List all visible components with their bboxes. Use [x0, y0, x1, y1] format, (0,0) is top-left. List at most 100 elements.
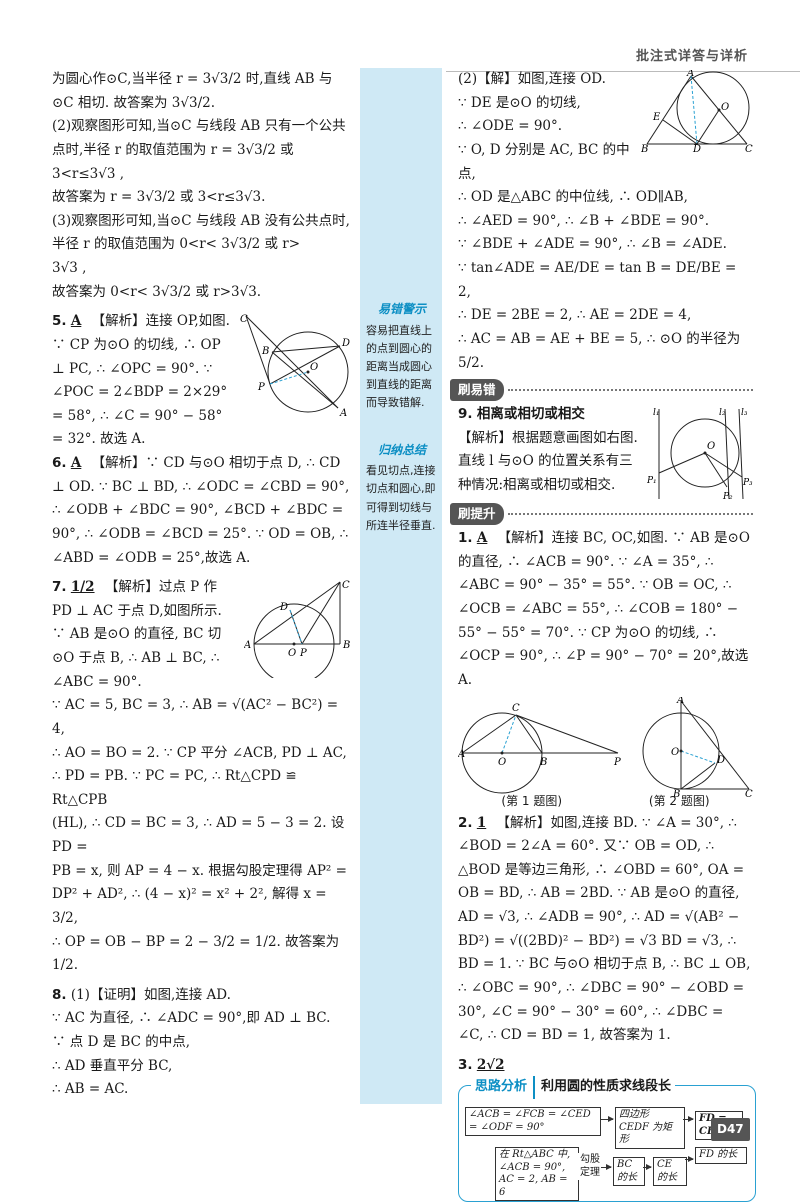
text-line: (HL), ∴ CD = BC = 3, ∴ AD = 5 − 3 = 2. 设…	[52, 815, 345, 855]
svg-text:D: D	[716, 755, 725, 766]
text-line: ∴ DE = 2BE = 2, ∴ AE = 2DE = 4,	[458, 307, 692, 324]
question-text: 【解析】过点 P 作 PD ⊥ AC 于点 D,如图所示. ∵ AB 是⊙O 的…	[52, 579, 222, 690]
text-line: ∵ ∠BDE + ∠ADE = 90°, ∴ ∠B = ∠ADE.	[458, 236, 727, 253]
question-text: 【解析】连接 OP,如图. ∵ CP 为⊙O 的切线, ∴ OP ⊥ PC, ∴…	[52, 313, 230, 448]
text-line: ⊙C 相切. 故答案为 3√3/2.	[52, 94, 216, 111]
flow-box: 四边形 CEDF 为矩形	[615, 1107, 685, 1149]
svg-text:P: P	[613, 757, 621, 768]
question-text: 【解析】根据题意画图如右图. 直线 l 与⊙O 的位置关系有三种情况:相离或相切…	[458, 429, 638, 493]
text-line: (3)观察图形可知,当⊙C 与线段 AB 没有公共点时,半径 r 的取值范围为 …	[52, 212, 350, 253]
text-line: ∴ ∠AED = 90°, ∴ ∠B + ∠BDE = 90°.	[458, 212, 710, 229]
dotted-divider	[507, 513, 753, 516]
text-line: ∴ OD 是△ABC 的中位线, ∴ OD∥AB,	[458, 189, 688, 206]
question-text: 【解析】连接 BC, OC,如图. ∵ AB 是⊙O 的直径, ∴ ∠ACB =…	[458, 530, 750, 688]
text-line: ∵ AC = 5, BC = 3, ∴ AB = √(AC² − BC²) = …	[52, 697, 339, 737]
thinking-title: 思路分析	[475, 1079, 528, 1095]
svg-text:P: P	[299, 648, 307, 659]
figure-caption: (第 1 题图)	[501, 793, 563, 808]
svg-text:C: C	[745, 789, 753, 797]
margin-note-summary: 归纳总结 看见切点,连接切点和圆心,即可得到切线与所连半径垂直.	[360, 435, 442, 539]
svg-text:O: O	[310, 362, 318, 373]
figure-q5: C B D P O A	[240, 312, 352, 420]
svg-text:O: O	[498, 757, 506, 768]
answer-text: 相离或相切或相交	[476, 406, 585, 423]
text-line: ∵ tan∠ADE = AE/DE = tan B = DE/BE = 2,	[458, 260, 737, 300]
answer-choice: A	[476, 530, 488, 547]
text-line: ∴ OP = OB − BP = 2 − 3/2 = 1/2. 故答案为 1/2…	[52, 933, 340, 974]
flow-arrow	[601, 1164, 612, 1171]
svg-text:A: A	[458, 749, 465, 760]
text-line: ∴ AB = AC.	[52, 1081, 129, 1098]
svg-text:l₃: l₃	[741, 408, 748, 418]
text-line: 3√3 ,	[52, 260, 87, 276]
svg-text:l₁: l₁	[653, 408, 660, 418]
question-number: 9.	[458, 406, 473, 423]
svg-text:C: C	[342, 580, 350, 591]
question-number: 2.	[458, 814, 473, 831]
figures-row: A C O B P A O D B C	[458, 697, 753, 797]
figure-captions: (第 1 题图) (第 2 题图)	[458, 791, 753, 812]
note-text: 看见切点,连接切点和圆心,即可得到切线与所连半径垂直.	[366, 464, 436, 532]
question-8: 8. (1)【证明】如图,连接 AD.	[52, 984, 352, 1008]
question-number: 1.	[458, 530, 473, 547]
text-line: ∵ AC 为直径, ∴ ∠ADC = 90°,即 AD ⊥ BC.	[52, 1010, 331, 1027]
svg-text:P: P	[257, 382, 265, 393]
section-band-error-prone: 刷易错	[450, 379, 753, 402]
text-line: ∵ O, D 分别是 AC, BC 的中点,	[458, 141, 630, 182]
svg-text:D: D	[692, 144, 701, 152]
svg-text:D: D	[341, 338, 350, 349]
svg-text:B: B	[641, 144, 648, 152]
question-text: 【解析】如图,连接 BD. ∵ ∠A = 30°, ∴ ∠BOD = 2∠A =…	[458, 814, 751, 1044]
text-line: ∴ PD = PB. ∵ PC = PC, ∴ Rt△CPD ≌ Rt△CPB	[52, 768, 297, 808]
section-band-improve: 刷提升	[450, 503, 753, 526]
svg-text:A: A	[686, 70, 694, 79]
svg-text:A: A	[339, 408, 347, 419]
answer-value: 1	[476, 814, 487, 831]
text-line: (2)【解】如图,连接 OD.	[458, 71, 606, 87]
answer-value: 1/2	[70, 579, 95, 596]
text-line: ∵ DE 是⊙O 的切线,	[458, 94, 581, 111]
question-number: 6.	[52, 455, 67, 471]
figure-q7: A B C D O P	[244, 578, 352, 679]
text-line: (2)观察图形可知,当⊙C 与线段 AB 只有一个公共点时,半径 r 的取值范围…	[52, 118, 346, 158]
header-rule	[446, 71, 800, 72]
note-title: 易错警示	[377, 302, 426, 316]
figure-caption: (第 2 题图)	[648, 793, 710, 808]
text-line: ∴ ∠ODE = 90°.	[458, 118, 563, 135]
flow-diagram: ∠ACB = ∠FCB = ∠CED = ∠ODF = 90° 四边形 CEDF…	[465, 1103, 749, 1202]
flow-arrow	[601, 1116, 614, 1123]
flow-arrow	[685, 1156, 694, 1163]
svg-text:B: B	[342, 640, 350, 651]
text-line: ∴ AD 垂直平分 BC,	[52, 1057, 173, 1074]
question-text: 【解析】∵ CD 与⊙O 相切于点 D, ∴ CD ⊥ OD. ∵ BC ⊥ B…	[52, 455, 350, 566]
svg-text:O: O	[707, 441, 715, 452]
question-7: A B C D O P 7. 1/2 【解析】过点 P 作 PD ⊥ AC 于点…	[52, 576, 352, 694]
question-5: C B D P O A 5. A 【解析】连接 OP,如图. ∵ CP 为⊙O …	[52, 310, 352, 452]
svg-text:O: O	[288, 648, 296, 659]
note-text: 容易把直线上的点到圆心的距离当成圆心到直线的距离而导致错解.	[366, 323, 432, 410]
flow-box: 在 Rt△ABC 中, ∠ACB = 90°, AC = 2, AB = 6	[495, 1147, 579, 1202]
dotted-divider	[507, 389, 753, 392]
thinking-analysis-box: 思路分析 利用圆的性质求线段长 ∠ACB = ∠FCB = ∠CED = ∠OD…	[458, 1076, 756, 1202]
left-column: 为圆心作⊙C,当半径 r = 3√3/2 时,直线 AB 与 ⊙C 相切. 故答…	[52, 68, 352, 1102]
text-line: (1)【证明】如图,连接 AD.	[70, 986, 231, 1003]
margin-note-error-warning: 易错警示 容易把直线上的点到圆心的距离当成圆心到直线的距离而导致错解.	[360, 294, 442, 417]
flow-box: BC 的长	[613, 1157, 645, 1187]
text-line: ∵ 点 D 是 BC 的中点,	[52, 1034, 191, 1050]
svg-text:O: O	[671, 747, 679, 758]
text-line: ∴ AC = AB = AE + BE = 5, ∴ ⊙O 的半径为 5/2.	[458, 330, 741, 371]
problem-2: 2. 1 【解析】如图,连接 BD. ∵ ∠A = 30°, ∴ ∠BOD = …	[458, 812, 753, 1048]
svg-text:P₃: P₃	[742, 478, 753, 488]
answer-value: 2√2	[476, 1056, 505, 1073]
page-number: D47	[711, 1118, 750, 1141]
problem-1: 1. A 【解析】连接 BC, OC,如图. ∵ AB 是⊙O 的直径, ∴ ∠…	[458, 527, 753, 692]
svg-text:D: D	[279, 602, 288, 613]
question-6: 6. A 【解析】∵ CD 与⊙O 相切于点 D, ∴ CD ⊥ OD. ∵ B…	[52, 452, 352, 570]
answer-choice: A	[70, 313, 82, 330]
text-line: 3<r≤3√3 ,	[52, 165, 125, 182]
svg-text:B: B	[672, 789, 680, 797]
note-title: 归纳总结	[377, 442, 426, 457]
question-number: 5.	[52, 313, 67, 330]
svg-text:A: A	[676, 697, 684, 706]
text-line: 为圆心作⊙C,当半径 r = 3√3/2 时,直线 AB 与	[52, 71, 333, 87]
